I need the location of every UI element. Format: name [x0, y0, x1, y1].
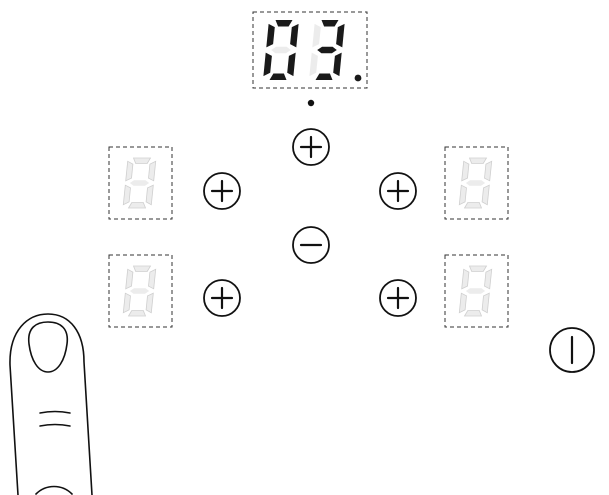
segment-a — [134, 266, 151, 272]
segment-c — [482, 293, 489, 313]
segment-e — [123, 293, 130, 313]
segment-f — [462, 161, 469, 181]
segment-f — [126, 161, 133, 181]
segment-g — [317, 47, 337, 54]
zone-level-digit — [459, 158, 491, 208]
segment-g — [466, 180, 485, 186]
segment-d — [316, 74, 333, 81]
zone-plus-button-rear-left[interactable] — [204, 280, 240, 316]
segment-e — [309, 53, 318, 77]
segment-d — [465, 311, 482, 317]
segment-g — [130, 180, 149, 186]
timer-minus-button[interactable] — [293, 227, 329, 263]
zone-display-front-right — [445, 147, 508, 219]
segment-c — [146, 185, 153, 205]
segment-e — [459, 185, 466, 205]
segment-c — [333, 53, 342, 77]
segment-g — [466, 288, 485, 294]
segment-b — [149, 161, 156, 181]
power-button[interactable] — [550, 328, 594, 372]
segment-a — [276, 20, 293, 27]
segment-b — [149, 269, 156, 289]
segment-e — [123, 185, 130, 205]
zone-level-digit — [459, 266, 491, 316]
segment-d — [129, 311, 146, 317]
decimal-point — [355, 75, 362, 82]
zone-display-rear-right — [445, 255, 508, 327]
segment-b — [290, 24, 299, 48]
segment-a — [470, 266, 487, 272]
zone-display-rear-left — [109, 255, 172, 327]
finger-icon — [10, 314, 92, 495]
segment-g — [130, 288, 149, 294]
segment-b — [485, 161, 492, 181]
timer-plus-button[interactable] — [293, 129, 329, 165]
segment-a — [470, 158, 487, 164]
segment-f — [266, 24, 275, 48]
segment-c — [146, 293, 153, 313]
timer-digits — [263, 20, 361, 81]
segment-d — [270, 74, 287, 81]
zone-plus-button-rear-right[interactable] — [380, 280, 416, 316]
zone-plus-button-front-left[interactable] — [204, 173, 240, 209]
timer-display-frame — [253, 12, 367, 88]
segment-f — [462, 269, 469, 289]
segment-f — [312, 24, 321, 48]
zone-display-front-left — [109, 147, 172, 219]
zone-level-digit — [123, 158, 155, 208]
segment-c — [482, 185, 489, 205]
zone-level-digit — [123, 266, 155, 316]
segment-c — [287, 53, 296, 77]
timer-indicator-dot — [308, 100, 314, 106]
zone-plus-button-front-right[interactable] — [380, 173, 416, 209]
segment-d — [129, 203, 146, 209]
segment-f — [126, 269, 133, 289]
segment-d — [465, 203, 482, 209]
segment-e — [263, 53, 272, 77]
segment-e — [459, 293, 466, 313]
segment-b — [336, 24, 345, 48]
segment-b — [485, 269, 492, 289]
segment-a — [134, 158, 151, 164]
segment-g — [271, 47, 291, 54]
segment-a — [322, 20, 339, 27]
timer-display: 03 — [253, 12, 367, 88]
